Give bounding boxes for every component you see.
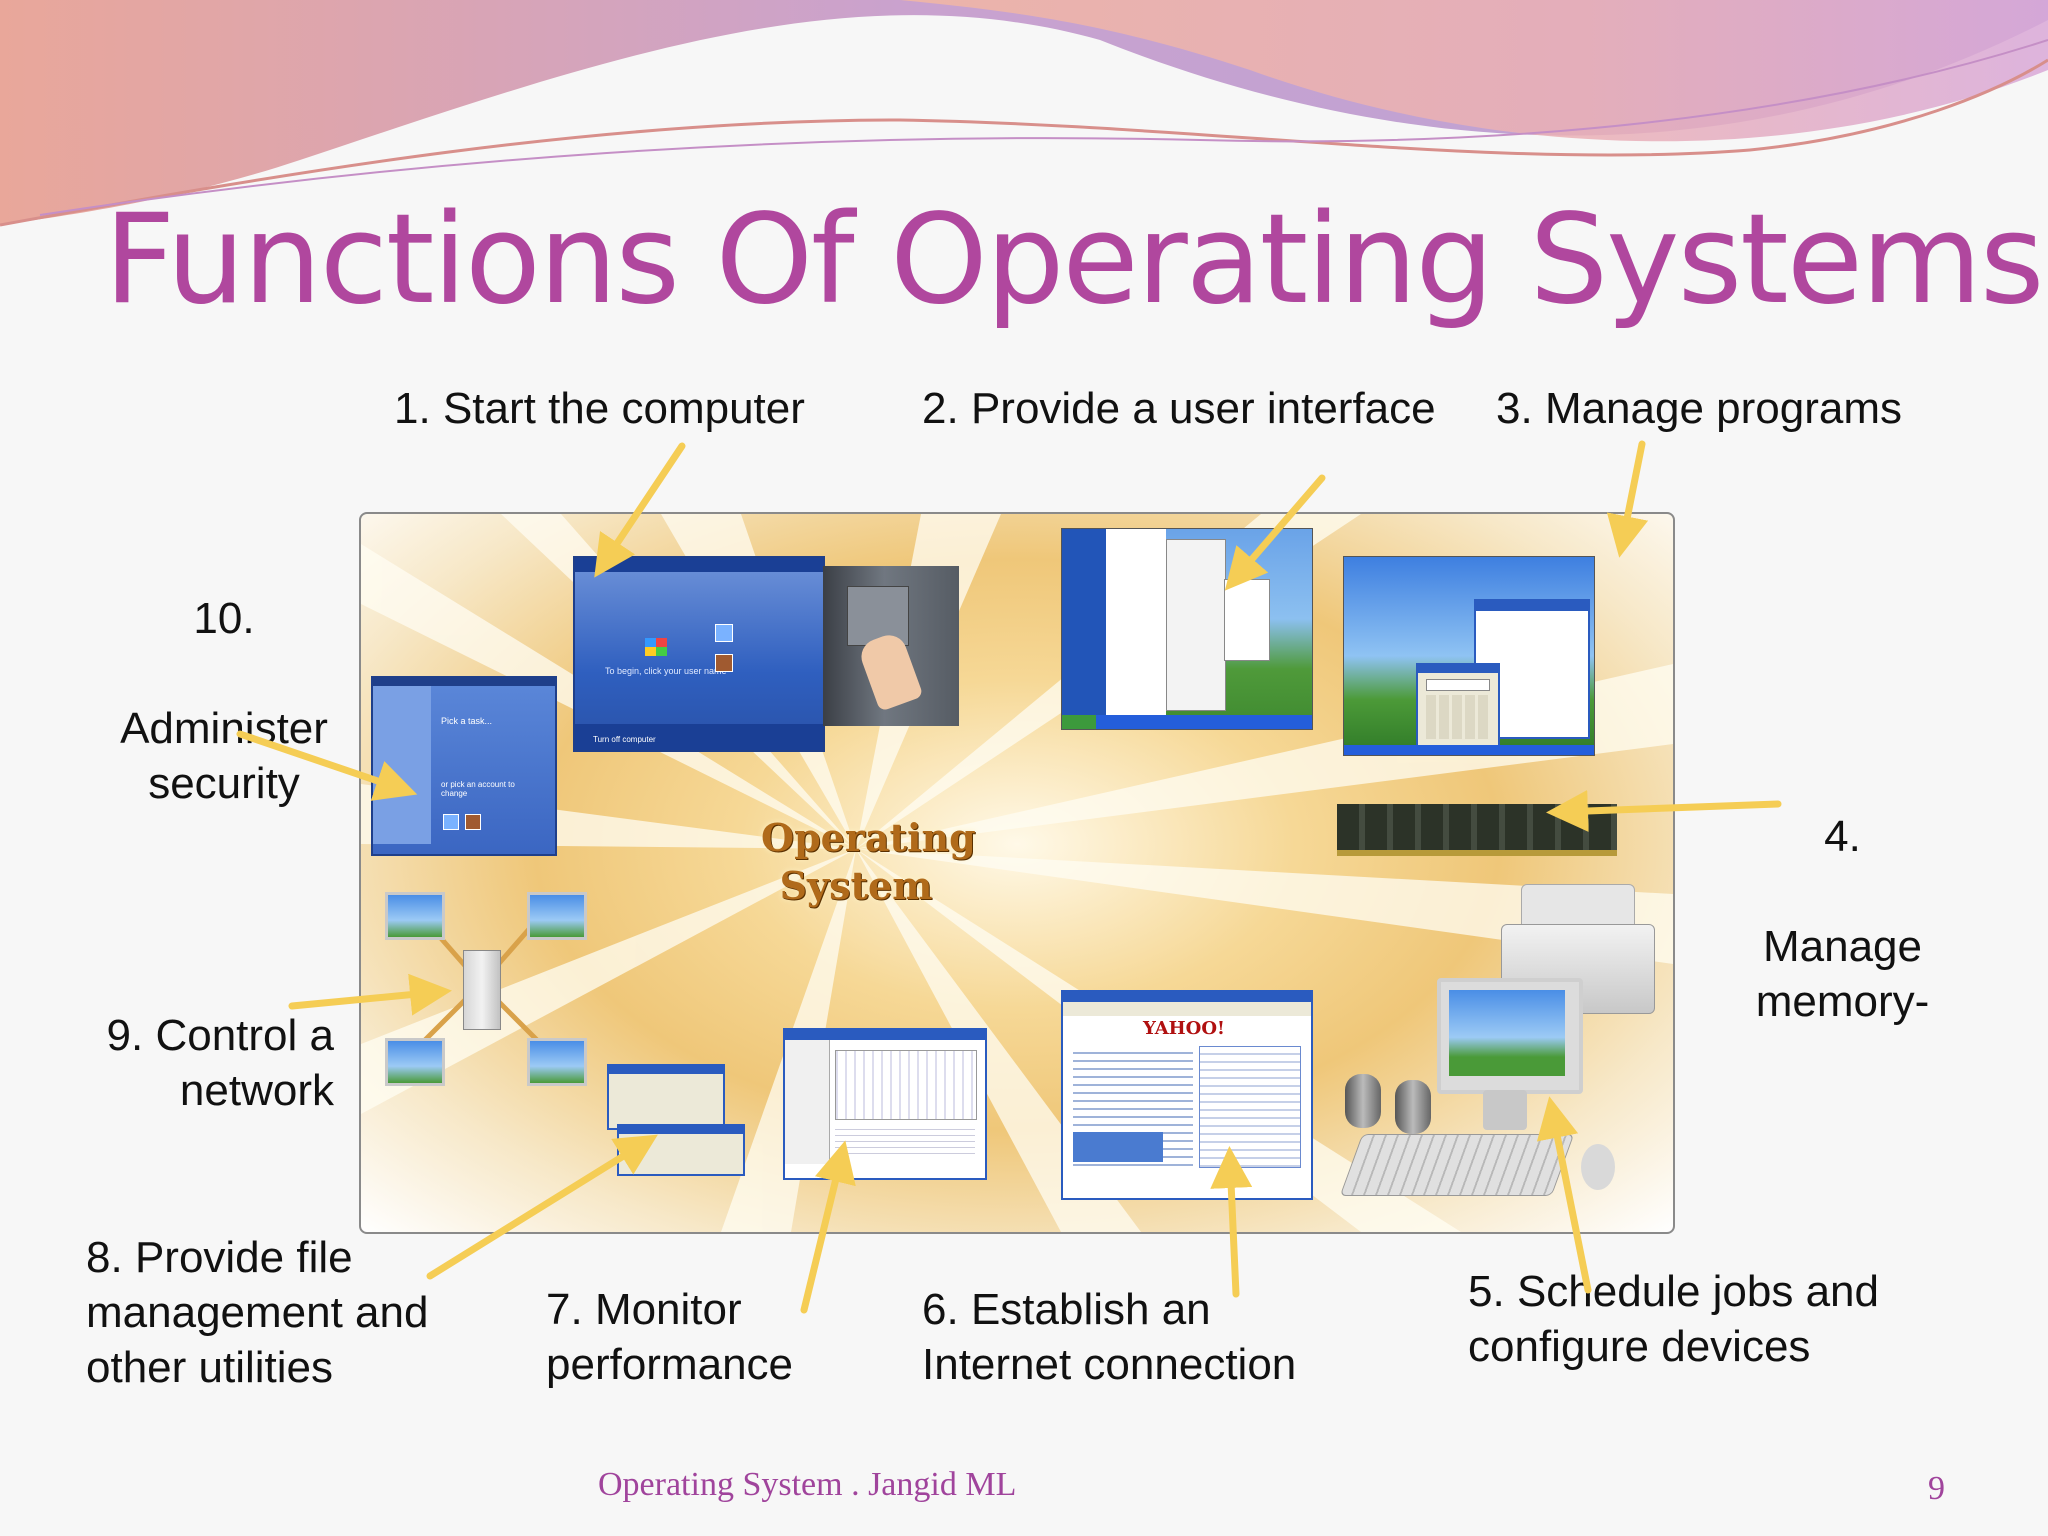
memory-module xyxy=(1337,804,1617,856)
laptop xyxy=(527,1038,587,1086)
speaker xyxy=(1395,1080,1431,1134)
yahoo-logo: YAHOO! xyxy=(1143,1018,1225,1039)
header-wave-decoration xyxy=(0,0,2048,227)
user-avatar xyxy=(443,814,459,830)
power-button-photo xyxy=(823,566,959,726)
web-browser-screen: YAHOO! xyxy=(1061,990,1313,1200)
multiple-programs-screen xyxy=(1343,556,1595,756)
function-label-8: 8. Provide file management and other uti… xyxy=(86,1233,429,1392)
windows-logo-icon xyxy=(645,638,667,656)
security-task-heading: Pick a task... xyxy=(441,716,493,726)
function-label-3: 3. Manage programs xyxy=(1496,384,1903,433)
file-dialog xyxy=(617,1124,745,1176)
os-diagram-frame: Operating System To begin, click your us… xyxy=(359,512,1675,1234)
page-number: 9 xyxy=(1928,1470,1945,1507)
slide-footer: Operating System . Jangid ML xyxy=(598,1466,1017,1503)
file-dialog xyxy=(607,1064,725,1130)
function-label-10: 10. Administer security xyxy=(120,594,328,808)
function-label-2: 2. Provide a user interface xyxy=(922,384,1436,433)
laptop xyxy=(385,1038,445,1086)
calculator-window xyxy=(1416,663,1500,755)
speaker xyxy=(1345,1074,1381,1128)
user-avatar xyxy=(465,814,481,830)
monitor xyxy=(1437,978,1583,1094)
logon-prompt: To begin, click your user name xyxy=(605,666,727,676)
server xyxy=(463,950,501,1030)
operating-system-label: Operating System xyxy=(761,815,976,908)
function-label-7: 7. Monitor performance xyxy=(546,1285,794,1389)
function-label-5: 5. Schedule jobs and configure devices xyxy=(1468,1267,1879,1371)
mouse xyxy=(1581,1144,1615,1190)
turn-off-button[interactable]: Turn off computer xyxy=(593,735,656,744)
user-avatar xyxy=(715,654,733,672)
function-label-9: 9. Control a network xyxy=(106,1011,334,1115)
function-label-4: 4. Manage memory- xyxy=(1755,812,1930,1026)
start-button[interactable] xyxy=(1062,715,1096,729)
user-accounts-screen: Pick a task... or pick an account to cha… xyxy=(371,676,557,856)
keyboard xyxy=(1339,1134,1575,1196)
start-menu-screen xyxy=(1061,528,1313,730)
laptop xyxy=(527,892,587,940)
user-avatar xyxy=(715,624,733,642)
xp-logon-screen: To begin, click your user name Turn off … xyxy=(573,556,825,752)
function-label-6: 6. Establish an Internet connection xyxy=(922,1285,1297,1389)
security-account-prompt: or pick an account to change xyxy=(441,780,515,798)
function-label-1: 1. Start the computer xyxy=(394,384,805,433)
performance-monitor-screen xyxy=(783,1028,987,1180)
slide-title: Functions Of Operating Systems xyxy=(104,188,2044,332)
laptop xyxy=(385,892,445,940)
